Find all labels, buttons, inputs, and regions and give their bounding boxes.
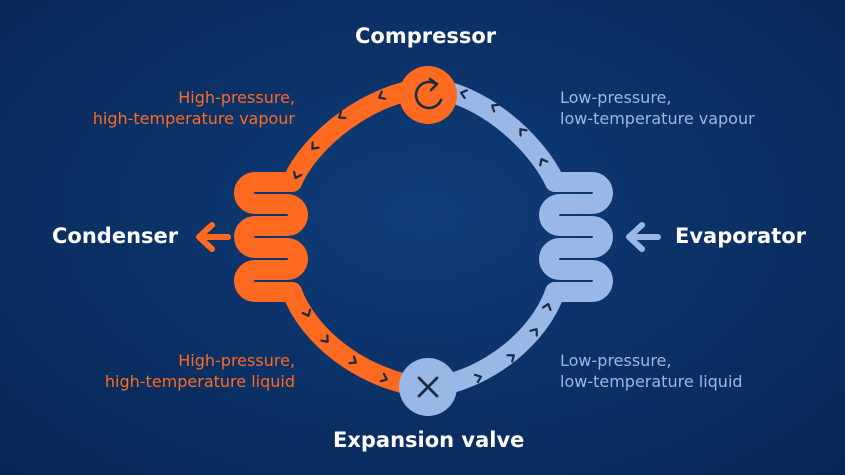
- state-label-line: high-temperature liquid: [104, 372, 295, 391]
- heat-in-arrow-icon: [626, 222, 661, 252]
- evaporator-title: Evaporator: [675, 224, 807, 248]
- heat-out-arrow-icon: [196, 222, 231, 252]
- state-label-line: Low-pressure,: [560, 351, 672, 370]
- state-label-hp-liquid: High-pressure, high-temperature liquid: [105, 350, 295, 392]
- x-cross-icon: [417, 376, 439, 398]
- hot-loop: [234, 78, 438, 398]
- rotate-icon: [414, 77, 443, 110]
- expansion-valve-node: [399, 358, 457, 416]
- expansion-valve-title: Expansion valve: [333, 428, 525, 452]
- state-label-lp-liquid: Low-pressure, low-temperature liquid: [560, 350, 743, 392]
- state-label-line: High-pressure,: [178, 351, 295, 370]
- state-label-lp-vapour: Low-pressure, low-temperature vapour: [560, 87, 755, 129]
- state-label-hp-vapour: High-pressure, high-temperature vapour: [93, 87, 295, 129]
- state-label-line: High-pressure,: [178, 88, 295, 107]
- compressor-node: [399, 66, 457, 124]
- state-label-line: low-temperature vapour: [560, 109, 755, 128]
- state-label-line: high-temperature vapour: [92, 109, 295, 128]
- cold-loop: [418, 78, 613, 398]
- state-label-line: low-temperature liquid: [560, 372, 743, 391]
- condenser-title: Condenser: [52, 224, 179, 248]
- compressor-title: Compressor: [355, 24, 497, 48]
- state-label-line: Low-pressure,: [560, 88, 672, 107]
